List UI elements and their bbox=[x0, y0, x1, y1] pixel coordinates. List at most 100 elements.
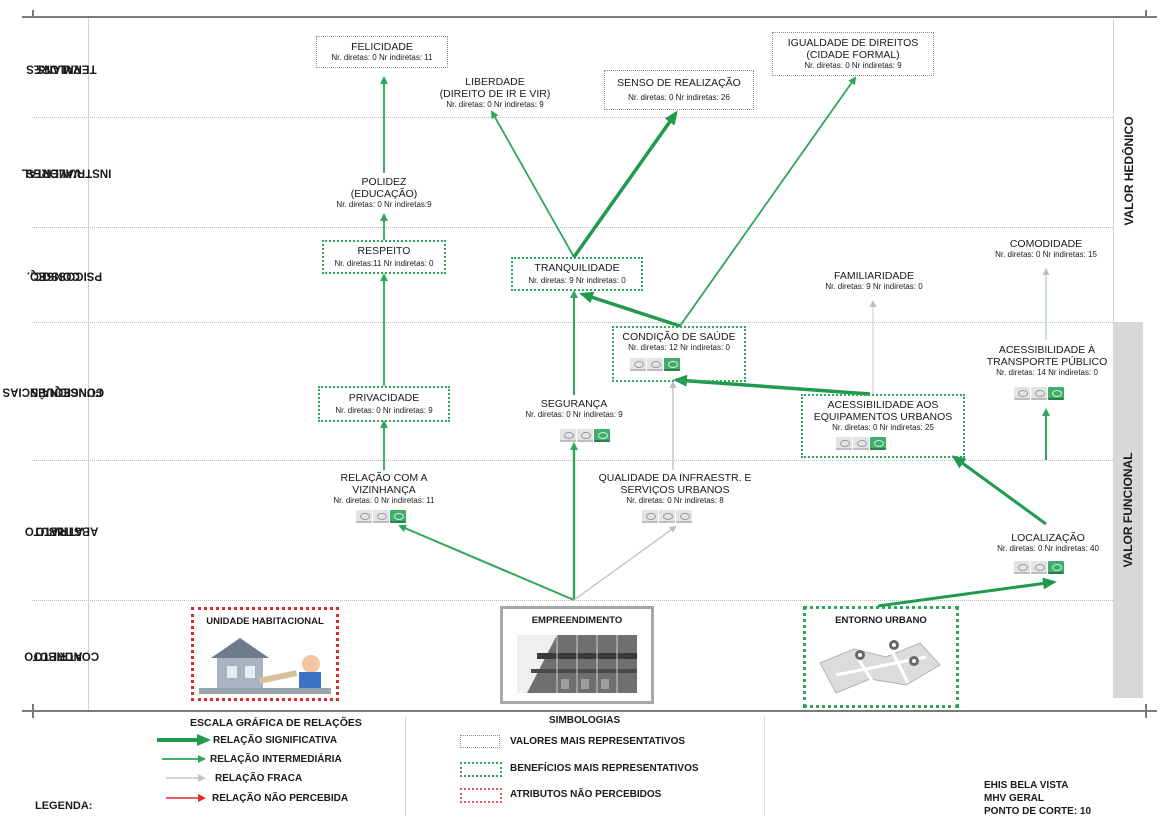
node-comodidade: COMODIDADE Nr. diretas: 0 Nr indiretas: … bbox=[986, 238, 1106, 260]
bottom-frame-line bbox=[22, 710, 1157, 712]
indicator-cell bbox=[1014, 561, 1030, 574]
node-polidez: POLIDEZ (EDUCAÇÃO) Nr. diretas: 0 Nr ind… bbox=[319, 176, 449, 210]
indicator-cell bbox=[642, 510, 658, 523]
city-map-icon bbox=[819, 640, 941, 694]
house-illustration-icon bbox=[199, 638, 331, 694]
frame-tick bbox=[32, 704, 34, 718]
node-title: (EDUCAÇÃO) bbox=[350, 188, 418, 200]
indicator-cell bbox=[594, 429, 610, 442]
node-stats: Nr. diretas: 0 Nr indiretas:9 bbox=[336, 200, 432, 209]
node-stats: Nr. diretas: 0 Nr indiretas: 15 bbox=[995, 250, 1097, 259]
node-stats: Nr. diretas: 14 Nr indiretas: 0 bbox=[996, 368, 1098, 377]
arrow-saude-tranquilidade bbox=[579, 291, 681, 328]
node-stats: Nr. diretas: 0 Nr indiretas: 11 bbox=[333, 496, 435, 505]
node-title: IGUALDADE DE DIREITOS bbox=[787, 37, 919, 49]
node-title: LOCALIZAÇÃO bbox=[1011, 532, 1085, 544]
legend-divider bbox=[405, 716, 406, 816]
node-stats: Nr. diretas: 0 Nr indiretas: 9 bbox=[525, 410, 623, 419]
legend-simbologias-title: SIMBOLOGIAS bbox=[549, 715, 621, 726]
indicator-cell bbox=[373, 510, 389, 523]
node-relacao-vizinhanca: RELAÇÃO COM A VIZINHANÇA Nr. diretas: 0 … bbox=[328, 472, 440, 506]
node-stats: Nr. diretas: 12 Nr indiretas: 0 bbox=[628, 343, 730, 352]
legend-label-valores: VALORES MAIS REPRESENTATIVOS bbox=[510, 736, 686, 747]
concrete-title: ENTORNO URBANO bbox=[835, 615, 927, 626]
node-title: COMODIDADE bbox=[1009, 238, 1083, 250]
node-title: RESPEITO bbox=[357, 245, 411, 257]
node-stats: Nr. diretas: 9 Nr indiretas: 0 bbox=[825, 282, 923, 291]
site-plan-icon bbox=[517, 635, 637, 693]
node-condicao-saude: CONDIÇÃO DE SAÚDE Nr. diretas: 12 Nr ind… bbox=[612, 326, 746, 382]
node-title: PRIVACIDADE bbox=[348, 392, 420, 404]
side-valor-funcional: VALOR FUNCIONAL bbox=[1113, 322, 1143, 698]
node-acessibilidade-transporte: ACESSIBILIDADE À TRANSPORTE PÚBLICO Nr. … bbox=[986, 344, 1108, 378]
indicator-cell bbox=[664, 358, 680, 371]
indicator-cell bbox=[1031, 387, 1047, 400]
indicator-localizacao bbox=[1014, 561, 1064, 574]
node-privacidade: PRIVACIDADE Nr. diretas: 0 Nr indiretas:… bbox=[318, 386, 450, 422]
indicator-acessibilidade-transporte bbox=[1014, 387, 1064, 400]
legend-divider bbox=[764, 716, 765, 816]
indicator-cell bbox=[1014, 387, 1030, 400]
indicator-cell bbox=[647, 358, 663, 371]
node-title: TRANSPORTE PÚBLICO bbox=[986, 356, 1108, 368]
node-title: FELICIDADE bbox=[351, 41, 413, 53]
node-respeito: RESPEITO Nr. diretas:11 Nr indiretas: 0 bbox=[322, 240, 446, 274]
legend-label-significativa: RELAÇÃO SIGNIFICATIVA bbox=[213, 735, 338, 746]
node-stats: Nr. diretas: 0 Nr indiretas: 9 bbox=[446, 100, 544, 109]
concrete-title: EMPREENDIMENTO bbox=[531, 615, 623, 626]
legend-label-atributos: ATRIBUTOS NÃO PERCEBIDOS bbox=[510, 789, 662, 800]
legend-label-nao-percebida: RELAÇÃO NÃO PERCEBIDA bbox=[212, 793, 349, 804]
node-stats: Nr. diretas: 0 Nr indiretas: 9 bbox=[804, 61, 902, 70]
legend-label-fraca: RELAÇÃO FRACA bbox=[215, 773, 303, 784]
node-acessibilidade-equipamentos: ACESSIBILIDADE AOS EQUIPAMENTOS URBANOS … bbox=[801, 394, 965, 458]
node-title: LIBERDADE bbox=[465, 76, 525, 88]
node-title: ACESSIBILIDADE AOS bbox=[827, 399, 939, 411]
node-title: VIZINHANÇA bbox=[352, 484, 416, 496]
node-liberdade: LIBERDADE (DIREITO DE IR E VIR) Nr. dire… bbox=[415, 76, 575, 110]
arrow-localizacao-acessibilidade bbox=[951, 455, 1047, 526]
node-igualdade-direitos: IGUALDADE DE DIREITOS (CIDADE FORMAL) Nr… bbox=[772, 32, 934, 76]
legend-escala-title: ESCALA GRÁFICA DE RELAÇÕES bbox=[190, 717, 362, 729]
indicator-cell bbox=[1048, 387, 1064, 400]
top-frame-line bbox=[22, 16, 1157, 18]
node-title: POLIDEZ bbox=[361, 176, 407, 188]
arrow-empreendimento-qualidade bbox=[573, 525, 677, 601]
node-stats: Nr. diretas: 0 Nr indiretas: 8 bbox=[626, 496, 724, 505]
arrow-empreendimento-relacao bbox=[398, 524, 575, 601]
legend-swatch-red bbox=[460, 788, 502, 803]
node-title: (DIREITO DE IR E VIR) bbox=[439, 88, 551, 100]
node-title: RELAÇÃO COM A bbox=[340, 472, 428, 484]
indicator-cell bbox=[870, 437, 886, 450]
node-title: CONDIÇÃO DE SAÚDE bbox=[622, 331, 736, 343]
concrete-entorno-urbano: ENTORNO URBANO bbox=[803, 606, 959, 708]
indicator-cell bbox=[390, 510, 406, 523]
node-stats: Nr. diretas: 0 Nr indiretas: 9 bbox=[335, 406, 433, 415]
node-stats: Nr. diretas: 0 Nr indiretas: 26 bbox=[628, 93, 730, 102]
node-title: QUALIDADE DA INFRAESTR. E bbox=[598, 472, 752, 484]
node-stats: Nr. diretas: 0 Nr indiretas: 25 bbox=[832, 423, 934, 432]
node-title: EQUIPAMENTOS URBANOS bbox=[813, 411, 953, 423]
indicator-acessibilidade-equipamentos bbox=[836, 437, 886, 450]
node-felicidade: FELICIDADE Nr. diretas: 0 Nr indiretas: … bbox=[316, 36, 448, 68]
node-qualidade-infraestrutura: QUALIDADE DA INFRAESTR. E SERVIÇOS URBAN… bbox=[590, 472, 760, 506]
legend-swatch-gray bbox=[460, 735, 500, 748]
node-stats: Nr. diretas: 0 Nr indiretas: 11 bbox=[331, 53, 433, 62]
node-stats: Nr. diretas: 0 Nr indiretas: 40 bbox=[997, 544, 1099, 553]
node-familiaridade: FAMILIARIDADE Nr. diretas: 9 Nr indireta… bbox=[814, 270, 934, 292]
node-title: SEGURANÇA bbox=[540, 398, 608, 410]
node-seguranca: SEGURANÇA Nr. diretas: 0 Nr indiretas: 9 bbox=[514, 398, 634, 420]
node-localizacao: LOCALIZAÇÃO Nr. diretas: 0 Nr indiretas:… bbox=[988, 532, 1108, 554]
node-title: TRANQUILIDADE bbox=[534, 262, 620, 274]
concrete-empreendimento: EMPREENDIMENTO bbox=[500, 606, 654, 704]
info-ehis: EHIS BELA VISTA bbox=[984, 780, 1069, 791]
indicator-cell bbox=[853, 437, 869, 450]
legend-swatch-green bbox=[460, 762, 502, 777]
indicator-cell bbox=[630, 358, 646, 371]
node-title: ACESSIBILIDADE À bbox=[998, 344, 1096, 356]
indicator-cell bbox=[577, 429, 593, 442]
